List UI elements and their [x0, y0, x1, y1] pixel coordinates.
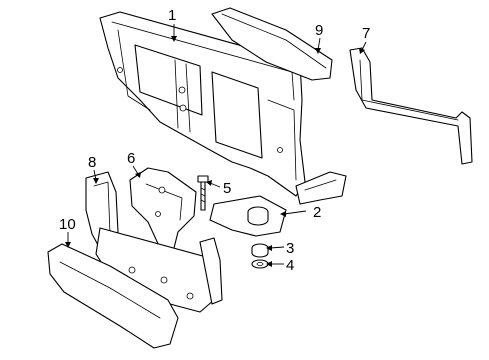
upper-seal-part-9	[211, 7, 333, 81]
callout-10: 10	[59, 216, 76, 233]
frame-rail	[295, 171, 347, 205]
callout-4: 4	[286, 257, 294, 274]
callout-6: 6	[127, 150, 135, 167]
mount-bracket-part-2	[209, 195, 287, 237]
washer-part-4	[251, 259, 269, 269]
bolt-part-5	[197, 175, 209, 211]
lower-deflector-part-10	[47, 227, 223, 349]
bushing-part-3	[251, 243, 269, 258]
callout-2: 2	[313, 204, 321, 221]
leader-lines	[65, 24, 367, 267]
callout-7: 7	[362, 25, 370, 42]
callout-8: 8	[88, 154, 96, 171]
radiator-support-part-1	[99, 11, 306, 197]
callout-5: 5	[223, 180, 231, 197]
callout-3: 3	[286, 240, 294, 257]
callout-9: 9	[315, 22, 323, 39]
callout-1: 1	[168, 7, 176, 24]
side-baffle-part-7	[349, 47, 473, 165]
bracket-part-6	[129, 167, 197, 257]
